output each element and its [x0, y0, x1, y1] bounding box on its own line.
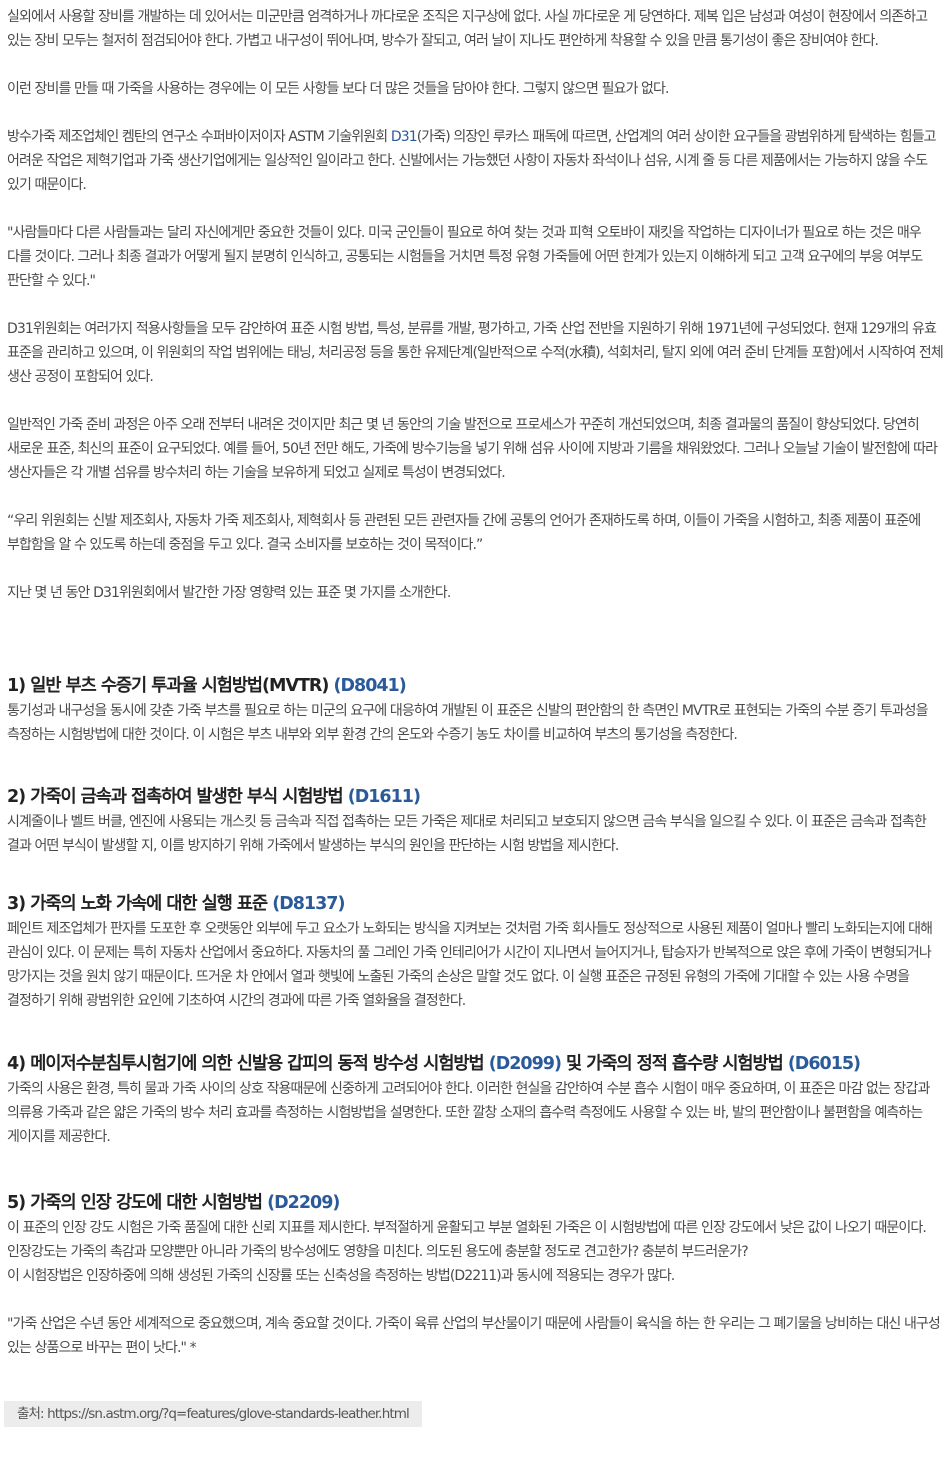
standard-section: 4) 메이저수분침투시험기에 의한 신발용 갑피의 동적 방수성 시험방법 (D… [7, 1051, 947, 1149]
section-title: 5) 가죽의 인장 강도에 대한 시험방법 [7, 1193, 268, 1213]
article-intro: 실외에서 사용할 장비를 개발하는 데 있어서는 미군만큼 엄격하거나 까다로운… [7, 5, 947, 629]
intro-paragraph: 일반적인 가죽 준비 과정은 아주 오래 전부터 내려온 것이지만 최근 몇 년… [7, 417, 938, 481]
intro-paragraph: D31위원회는 여러가지 적용사항들을 모두 감안하여 표준 시험 방법, 특성… [7, 321, 944, 385]
section-heading: 3) 가죽의 노화 가속에 대한 실행 표준 (D8137) [7, 891, 947, 917]
section-heading: 4) 메이저수분침투시험기에 의한 신발용 갑피의 동적 방수성 시험방법 (D… [7, 1051, 947, 1077]
intro-text: (가죽) 의장인 루카스 패독에 따르면, 산업계의 여러 상이한 요구들을 광… [7, 129, 937, 193]
section-title: 및 가죽의 정적 흡수량 시험방법 [560, 1054, 788, 1074]
section-title: 4) 메이저수분침투시험기에 의한 신발용 갑피의 동적 방수성 시험방법 [7, 1054, 489, 1074]
standard-code: (D2209) [267, 1193, 340, 1213]
section-title: 2) 가죽이 금속과 접촉하여 발생한 부식 시험방법 [7, 787, 348, 807]
closing-quote: "가죽 산업은 수년 동안 세계적으로 중요했으며, 계속 중요할 것이다. 가… [7, 1316, 941, 1356]
source-label: 출처: [17, 1406, 45, 1422]
standard-code: (D2099) [488, 1054, 562, 1074]
section-heading: 1) 일반 부츠 수증기 투과율 시험방법(MVTR) (D8041) [7, 673, 947, 699]
standard-section: 1) 일반 부츠 수증기 투과율 시험방법(MVTR) (D8041) 통기성과… [7, 673, 947, 747]
intro-paragraph: 방수가죽 제조업체인 켐탄의 연구소 수퍼바이저이자 ASTM 기술위원회 D3… [7, 125, 947, 197]
standard-section: 5) 가죽의 인장 강도에 대한 시험방법 (D2209) 이 표준의 인장 강… [7, 1190, 947, 1360]
intro-paragraph: 실외에서 사용할 장비를 개발하는 데 있어서는 미군만큼 엄격하거나 까다로운… [7, 9, 928, 49]
standard-code: (D8041) [333, 676, 407, 696]
standard-section: 3) 가죽의 노화 가속에 대한 실행 표준 (D8137) 페인트 제조업체가… [7, 891, 947, 1013]
section-body: 이 표준의 인장 강도 시험은 가죽 품질에 대한 신뢰 지표를 제시한다. 부… [7, 1220, 927, 1260]
section-body: 페인트 제조업체가 판자를 도포한 후 오랫동안 외부에 두고 요소가 노화되는… [7, 921, 933, 1009]
intro-paragraph: 지난 몇 년 동안 D31위원회에서 발간한 가장 영향력 있는 표준 몇 가지… [7, 585, 451, 601]
section-body: 시계줄이나 벨트 버클, 엔진에 사용되는 개스킷 등 금속과 직접 접촉하는 … [7, 814, 927, 854]
d31-link[interactable]: D31 [390, 129, 418, 145]
section-body: 이 시험장법은 인장하중에 의해 생성된 가죽의 신장률 또는 신축성을 측정하… [7, 1268, 675, 1284]
section-heading: 2) 가죽이 금속과 접촉하여 발생한 부식 시험방법 (D1611) [7, 784, 947, 810]
section-heading: 5) 가죽의 인장 강도에 대한 시험방법 (D2209) [7, 1190, 947, 1216]
source-box: 출처: https://sn.astm.org/?q=features/glov… [4, 1401, 422, 1427]
standard-code: (D8137) [272, 894, 345, 914]
quote-paragraph: "사람들마다 다른 사람들과는 달리 자신에게만 중요한 것들이 있다. 미국 … [7, 225, 923, 289]
section-body: 통기성과 내구성을 동시에 갖춘 가죽 부츠를 필요로 하는 미군의 요구에 대… [7, 703, 929, 743]
standard-section: 2) 가죽이 금속과 접촉하여 발생한 부식 시험방법 (D1611) 시계줄이… [7, 784, 947, 858]
intro-paragraph: 이런 장비를 만들 때 가죽을 사용하는 경우에는 이 모든 사항들 보다 더 … [7, 81, 669, 97]
section-title: 3) 가죽의 노화 가속에 대한 실행 표준 [7, 894, 273, 914]
intro-text: 방수가죽 제조업체인 켐탄의 연구소 수퍼바이저이자 ASTM 기술위원회 [7, 129, 391, 145]
source-url[interactable]: https://sn.astm.org/?q=features/glove-st… [47, 1406, 410, 1422]
standard-code: (D1611) [347, 787, 421, 807]
quote-paragraph: “우리 위원회는 신발 제조회사, 자동차 가죽 제조회사, 제혁회사 등 관련… [7, 513, 921, 553]
standard-code: (D6015) [787, 1054, 861, 1074]
section-title: 1) 일반 부츠 수증기 투과율 시험방법(MVTR) [7, 676, 334, 696]
section-body: 가죽의 사용은 환경, 특히 물과 가죽 사이의 상호 작용때문에 신중하게 고… [7, 1081, 930, 1145]
